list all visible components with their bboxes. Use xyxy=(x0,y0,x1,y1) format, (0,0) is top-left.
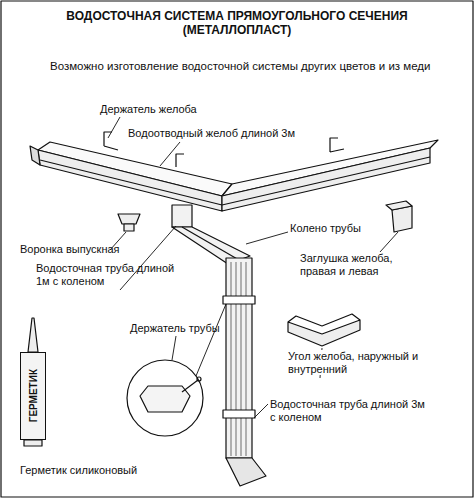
sealant-tube: ГЕРМЕТИК xyxy=(20,352,46,440)
note: Возможно изготовление водосточной систем… xyxy=(50,60,431,73)
part-label: Воронка выпускная xyxy=(20,243,120,256)
part-label: Заглушка желоба, правая и левая xyxy=(300,252,418,277)
diagram-title: ВОДОСТОЧНАЯ СИСТЕМА ПРЯМОУГОЛЬНОГО СЕЧЕН… xyxy=(14,10,460,38)
part-label: Держатель желоба xyxy=(100,103,197,116)
part-label: Угол желоба, наружный и внутренний xyxy=(288,350,428,375)
part-label: Держатель трубы xyxy=(130,322,220,335)
gutter-corner xyxy=(288,314,360,346)
part-label: Герметик силиконовый xyxy=(20,464,137,477)
part-label: Водосточная труба длиной 1м с коленом xyxy=(36,262,188,287)
part-label: Водоотводный желоб длиной 3м xyxy=(128,127,295,140)
downpipe-short xyxy=(172,205,250,264)
tube-label: ГЕРМЕТИК xyxy=(28,369,39,422)
downpipe-long xyxy=(223,258,266,486)
pipe-holder-inset xyxy=(127,360,203,436)
outlet-funnel xyxy=(118,214,140,231)
gutter xyxy=(30,140,438,211)
part-label: Водосточная труба длиной 3м с коленом xyxy=(270,398,425,423)
part-label: Колено трубы xyxy=(290,222,361,235)
end-cap xyxy=(386,201,412,232)
